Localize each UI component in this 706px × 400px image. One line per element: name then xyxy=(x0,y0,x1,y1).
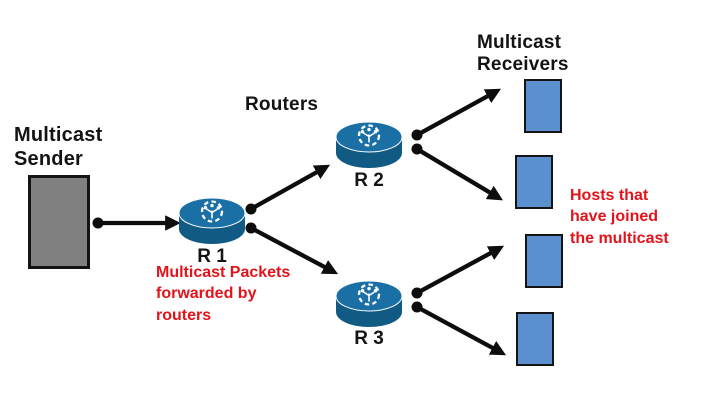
annotation-packets-forwarded: Multicast Packets forwarded by routers xyxy=(156,264,291,324)
arrow-r1-to-r2 xyxy=(249,164,331,211)
junction-dot xyxy=(92,217,104,229)
arrow-r2-to-receiver1 xyxy=(415,88,502,137)
junction-dot xyxy=(245,222,257,234)
receiver-box-3 xyxy=(525,234,563,288)
annotation-hosts-joined: Hosts that have joined the multicast xyxy=(570,187,669,247)
router-icon xyxy=(336,280,402,327)
router-icon xyxy=(179,197,245,244)
junction-dot xyxy=(411,301,423,313)
multicast-receivers-heading: Multicast Receivers xyxy=(477,32,569,76)
routers-heading: Routers xyxy=(245,94,319,115)
receiver-box-1 xyxy=(524,79,562,133)
junction-dot xyxy=(245,203,257,215)
junction-dot xyxy=(411,143,423,155)
junction-dot xyxy=(411,287,423,299)
multicast-sender-box xyxy=(28,175,90,269)
router-icon xyxy=(336,121,402,168)
arrow-r2-to-receiver2 xyxy=(415,147,503,201)
router-r2-label: R 2 xyxy=(354,170,384,191)
receiver-box-2 xyxy=(515,155,553,209)
multicast-sender-label: Multicast Sender xyxy=(14,124,103,170)
arrow-r3-to-receiver4 xyxy=(415,305,507,356)
router-r3-label: R 3 xyxy=(354,328,384,349)
receiver-box-4 xyxy=(516,312,554,366)
router-r1-label: R 1 xyxy=(197,246,227,267)
junction-dot xyxy=(411,129,423,141)
arrow-r3-to-receiver3 xyxy=(415,245,505,295)
